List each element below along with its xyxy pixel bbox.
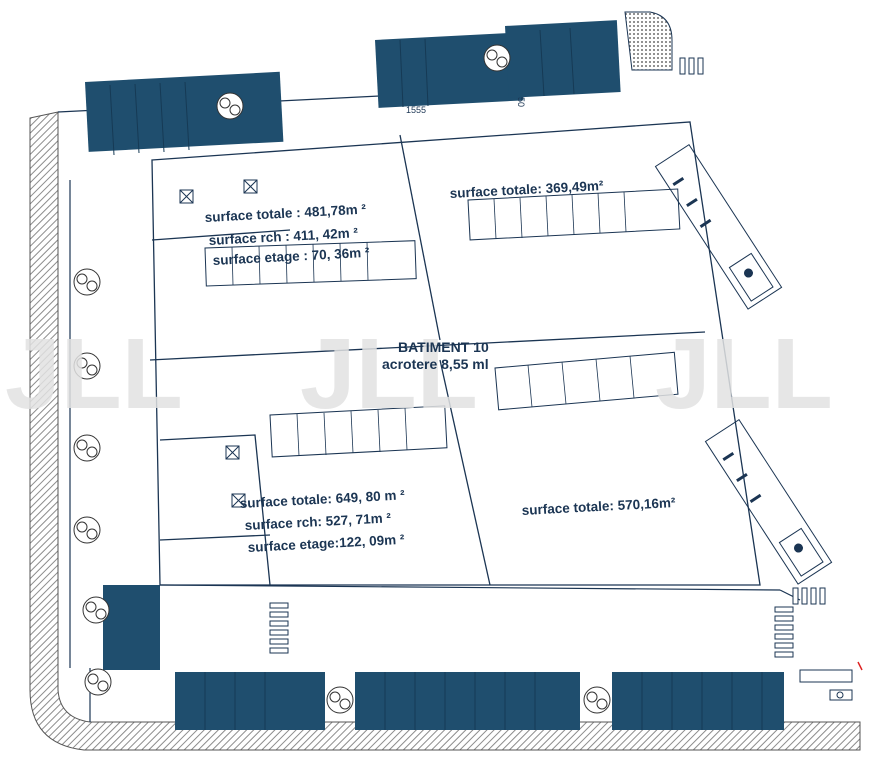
unit-top-right: surface totale: 369,49m²	[449, 178, 604, 201]
watermark-text: JLL	[300, 318, 478, 430]
pedestrian-crossings	[269, 57, 826, 658]
building-name: BATIMENT 10	[398, 339, 489, 355]
tree-icon	[326, 686, 354, 714]
roof-hatch-icon	[179, 179, 258, 508]
vehicle-icon	[728, 252, 774, 302]
building-acrotere: acrotere 8,55 ml	[382, 356, 489, 372]
parking-areas	[85, 20, 784, 730]
skylight-bottom-right	[494, 351, 679, 411]
tree-icon	[73, 434, 101, 462]
parking-left	[103, 585, 160, 670]
watermark-text: JLL	[5, 318, 183, 430]
entrance-gate	[799, 661, 863, 701]
parking-bottom-1	[175, 672, 325, 730]
skylight-top-right	[467, 188, 681, 241]
small-mark: 1555	[406, 105, 426, 115]
unit-top-left: surface totale : 481,78m ² surface rch :…	[204, 202, 370, 268]
unit-surface-total: surface totale : 481,78m ²	[204, 202, 366, 225]
tree-icon	[583, 686, 611, 714]
unit-surface-rch: surface rch : 411, 42m ²	[208, 225, 358, 248]
skylights	[204, 188, 681, 458]
tree-icon	[73, 352, 101, 380]
corner-planting	[624, 11, 673, 71]
parking-bottom-2	[355, 672, 580, 730]
loading-dock-upper	[654, 144, 783, 310]
watermark-text: JLL	[655, 318, 833, 430]
watermark: JLL JLL JLL	[5, 318, 833, 430]
tree-icon	[216, 92, 244, 120]
vehicle-icon	[778, 527, 824, 577]
unit-surface-total: surface totale: 369,49m²	[449, 178, 604, 201]
tree-icon	[82, 596, 110, 624]
tree-icon	[73, 268, 101, 296]
unit-bottom-right: surface totale: 570,16m²	[521, 495, 676, 518]
unit-surface-etage: surface etage:122, 09m ²	[247, 532, 405, 555]
parking-top-left	[85, 71, 284, 152]
small-mark: 50	[516, 97, 526, 107]
skylight-bottom-left	[269, 405, 448, 458]
boundary-wall	[29, 111, 861, 751]
trees	[73, 44, 611, 714]
tree-icon	[73, 516, 101, 544]
tree-icon	[483, 44, 511, 72]
skylight-top-left	[204, 240, 417, 287]
tree-icon	[84, 668, 112, 696]
parking-bottom-3	[612, 672, 784, 730]
unit-surface-etage: surface etage : 70, 36m ²	[212, 245, 370, 268]
parking-top-right	[504, 20, 621, 98]
unit-surface-rch: surface rch: 527, 71m ²	[244, 510, 391, 533]
building-batiment-10	[149, 121, 761, 586]
loading-dock-lower	[704, 419, 833, 585]
unit-surface-total: surface totale: 649, 80 m ²	[239, 487, 405, 511]
unit-surface-total: surface totale: 570,16m²	[521, 495, 676, 518]
unit-bottom-left: surface totale: 649, 80 m ² surface rch:…	[239, 487, 405, 555]
